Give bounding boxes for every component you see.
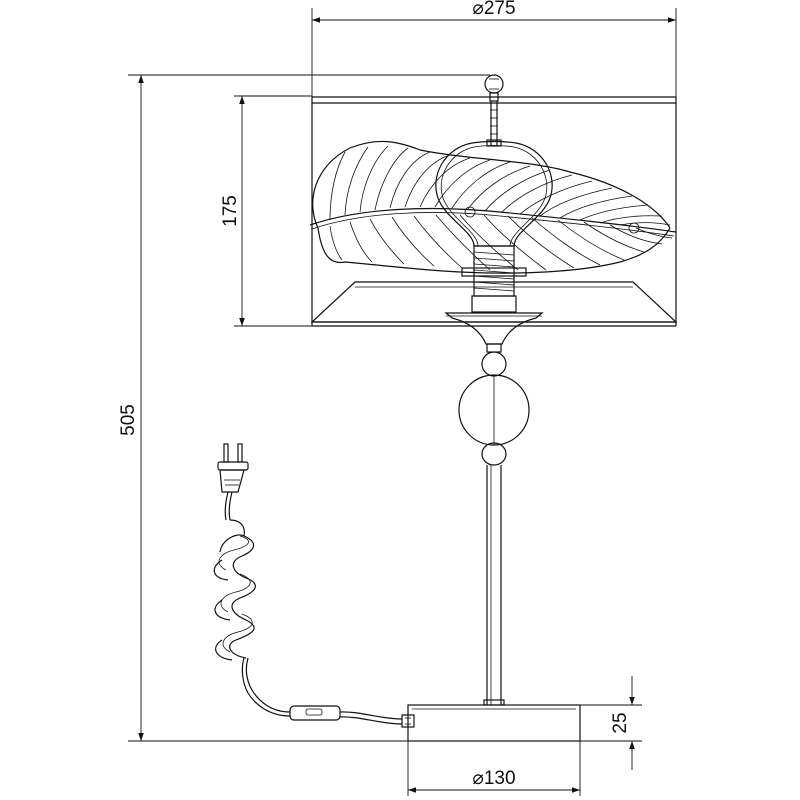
- inline-switch: [289, 705, 341, 721]
- dimension-shade-height: 175: [220, 95, 312, 327]
- shade-height-label: 175: [220, 195, 241, 227]
- lamp-stem: [444, 312, 544, 706]
- feather-decoration: [309, 140, 677, 274]
- dimension-base-height: 25: [580, 676, 642, 770]
- dimension-base-diameter: ⌀130: [407, 741, 581, 796]
- light-bulb: [435, 140, 553, 247]
- dimension-shade-diameter: ⌀275: [311, 0, 677, 100]
- base-diameter-label: ⌀130: [472, 768, 515, 789]
- lamp-socket: [461, 245, 527, 313]
- shade-diameter-label: ⌀275: [472, 0, 515, 19]
- dimension-total-height: 505: [118, 74, 490, 742]
- power-plug: [219, 469, 245, 493]
- lamp-shade: [310, 74, 678, 327]
- total-height-label: 505: [118, 404, 139, 436]
- lamp-base: [401, 704, 581, 742]
- base-height-label: 25: [610, 712, 631, 733]
- power-cable: [213, 443, 403, 725]
